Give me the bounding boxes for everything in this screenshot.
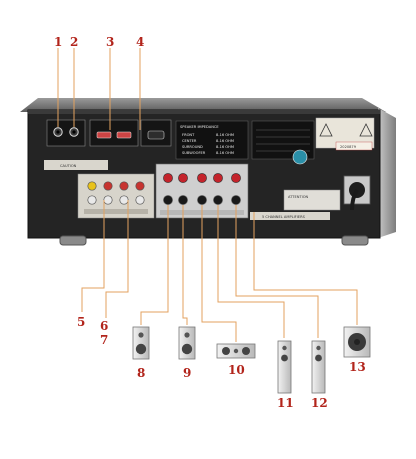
woofer-icon [242,347,250,355]
binding-post-black[interactable] [197,195,207,205]
binding-post-black[interactable] [163,195,173,205]
binding-post-black[interactable] [231,195,241,205]
callout-13: 13 [349,360,366,374]
hdmi-port-2[interactable] [116,131,132,139]
svg-text:8-16 OHM: 8-16 OHM [216,145,234,149]
callout-12: 12 [311,396,328,410]
binding-post-red[interactable] [163,173,173,183]
speaker-13-subwoofer [343,326,371,358]
warning-triangle-icon [319,123,333,137]
svg-text:CENTER: CENTER [182,139,197,143]
rca-left-jack[interactable] [103,195,113,205]
certification-badge [292,149,308,165]
tweeter-icon [282,345,287,351]
woofer-icon [135,343,147,355]
rca-left-jack[interactable] [135,195,145,205]
woofer-icon [281,354,288,362]
tweeter-icon [316,345,321,351]
callout-5: 5 [77,315,85,329]
amplifier: SPEAKER IMPEDANCE FRONT 8-16 OHM CENTER … [20,98,396,246]
rca-video-jack[interactable] [87,181,97,191]
serial-number: 2020879 [340,145,357,149]
callout-11: 11 [277,396,294,410]
svg-text:ATTENTION: ATTENTION [288,195,309,199]
callout-4: 4 [136,35,144,49]
tweeter-icon [138,332,144,338]
optical-port[interactable] [147,130,165,140]
binding-post-red[interactable] [178,173,188,183]
svg-text:SURROUND: SURROUND [182,145,203,149]
binding-post-red[interactable] [197,173,207,183]
callout-1: 1 [54,35,62,49]
tweeter-icon [233,348,239,354]
callout-3: 3 [106,35,114,49]
info-label [251,120,315,160]
foot-left [59,235,87,246]
svg-text:8-16 OHM: 8-16 OHM [216,139,234,143]
speaker-8 [132,326,150,360]
impedance-label [175,120,249,160]
callout-9: 9 [183,366,191,380]
woofer-icon [181,343,193,355]
svg-text:FRONT: FRONT [182,133,195,137]
binding-post-red[interactable] [231,173,241,183]
speaker-11 [277,340,292,394]
woofer-icon [222,347,230,355]
rca-left-jack[interactable] [87,195,97,205]
binding-post-black[interactable] [178,195,188,205]
woofer-icon [315,354,322,362]
callout-7: 7 [100,333,108,347]
foot-right [341,235,369,246]
svg-text:5 CHANNEL AMPLIFIERS: 5 CHANNEL AMPLIFIERS [262,215,306,219]
svg-text:CAUTION: CAUTION [60,164,77,168]
callout-6: 6 [100,319,108,333]
rca-right-jack[interactable] [135,181,145,191]
svg-text:SUBWOOFER: SUBWOOFER [182,151,206,155]
rca-right-jack[interactable] [119,181,129,191]
rca-right-jack[interactable] [103,181,113,191]
power-cord [350,188,359,211]
leader-lines [57,48,358,342]
callout-10: 10 [228,363,245,377]
hdmi-port-1[interactable] [96,131,112,139]
warning-triangle-icon [359,123,373,137]
binding-post-black[interactable] [213,195,223,205]
callout-2: 2 [70,35,78,49]
channel-amp-label [250,212,330,220]
binding-post-red[interactable] [213,173,223,183]
attention-label [283,189,341,211]
speaker-10-center [216,343,256,359]
speaker-12 [311,340,326,394]
rca-left-jack[interactable] [119,195,129,205]
tweeter-icon [184,332,190,338]
side-panel [378,108,396,238]
serial-sticker [335,141,373,151]
svg-text:8-16 OHM: 8-16 OHM [216,133,234,137]
jack-panel [46,119,86,147]
impedance-title: SPEAKER IMPEDANCE [180,125,219,129]
svg-text:8-16 OHM: 8-16 OHM [216,151,234,155]
speaker-9 [178,326,196,360]
caution-label [44,160,108,170]
top-cover [20,98,386,112]
speaker-terminals [163,173,241,205]
callout-8: 8 [137,366,145,380]
